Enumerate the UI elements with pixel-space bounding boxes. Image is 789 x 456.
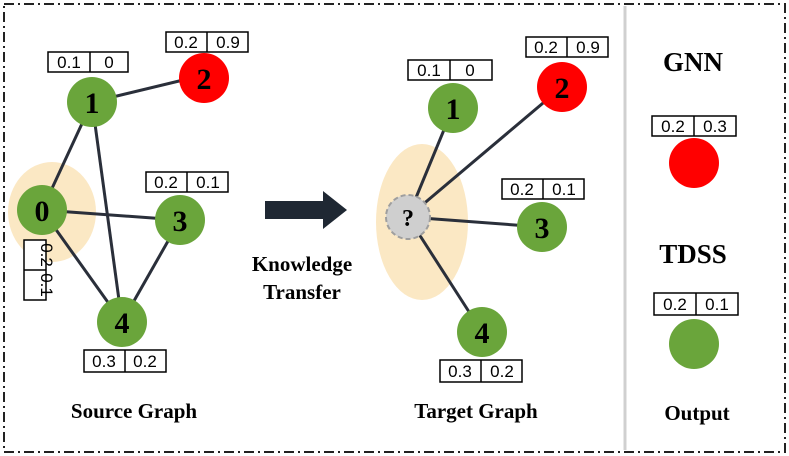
- target-graph: ? 1 0.1 0 2 0.2 0.9 3 0.2 0.1: [376, 36, 609, 423]
- target-node-1-label: 1: [446, 93, 461, 126]
- source-node-2-feature-1: 0.9: [216, 33, 240, 52]
- source-node-3-label: 3: [173, 205, 188, 238]
- target-node-3-circle: [517, 202, 567, 252]
- transfer-label-line1: Knowledge: [252, 252, 352, 276]
- source-node-1-feature-0: 0.1: [57, 53, 81, 72]
- tdss-feature-1: 0.1: [705, 295, 729, 314]
- source-node-4-feature-0: 0.3: [92, 352, 116, 371]
- source-node-2-circle: [179, 53, 229, 103]
- target-node-3: 3 0.2 0.1: [501, 178, 585, 252]
- target-node-unknown: ?: [385, 194, 431, 240]
- target-graph-caption: Target Graph: [414, 399, 538, 423]
- target-node-unknown-circle: [385, 194, 431, 240]
- target-node-2-feature-1: 0.9: [576, 38, 600, 57]
- target-node-2-feature-0: 0.2: [534, 38, 558, 57]
- source-edge-1-4: [90, 101, 124, 323]
- source-node-0-feature-0: 0.2: [37, 243, 56, 267]
- target-node-4-feature-1: 0.2: [490, 362, 514, 381]
- knowledge-transfer: Knowledge Transfer: [252, 191, 352, 304]
- output-caption: Output: [664, 401, 729, 425]
- target-node-4: 4 0.3 0.2: [439, 307, 523, 383]
- tdss-feature-0: 0.2: [663, 295, 687, 314]
- target-node-1-feature-1: 0: [465, 61, 474, 80]
- target-node-2: 2 0.2 0.9: [525, 36, 609, 112]
- source-graph: 1 0.1 0 2 0.2 0.9 3 0.2 0.1 0: [8, 31, 249, 423]
- source-node-3-feature-0: 0.2: [154, 173, 178, 192]
- target-node-1-feature-0: 0.1: [417, 61, 441, 80]
- source-node-4-circle: [97, 297, 147, 347]
- source-graph-caption: Source Graph: [71, 399, 198, 423]
- target-node-1-circle: [428, 83, 478, 133]
- source-node-4: 4 0.3 0.2: [83, 297, 167, 373]
- source-node-1-feature-box: [47, 51, 129, 73]
- source-node-1: 1 0.1 0: [47, 51, 129, 127]
- gnn-title: GNN: [663, 47, 724, 77]
- transfer-label-line2: Transfer: [263, 280, 341, 304]
- output-panel: GNN 0.2 0.3 TDSS 0.2 0.1 Output: [651, 47, 739, 425]
- target-node-3-label: 3: [535, 212, 550, 245]
- tdss-output-node: [669, 319, 719, 369]
- source-node-0-label: 0: [35, 195, 50, 228]
- target-node-unknown-label: ?: [402, 206, 414, 232]
- source-node-1-label: 1: [85, 87, 100, 120]
- source-node-0: 0 0.2 0.1: [17, 185, 67, 301]
- gnn-feature-0: 0.2: [661, 117, 685, 136]
- transfer-arrow-icon: [265, 191, 347, 229]
- target-node-3-feature-0: 0.2: [510, 180, 534, 199]
- target-node-4-feature-0: 0.3: [448, 362, 472, 381]
- gnn-output-node: [669, 138, 719, 188]
- source-node-1-feature-1: 0: [104, 53, 113, 72]
- gnn-feature-1: 0.3: [703, 117, 727, 136]
- source-node-2: 2 0.2 0.9: [165, 31, 249, 103]
- source-node-0-circle: [17, 185, 67, 235]
- outer-frame: [3, 3, 786, 453]
- source-node-2-feature-0: 0.2: [174, 33, 198, 52]
- source-node-2-label: 2: [197, 63, 212, 96]
- source-node-0-feature-1: 0.1: [37, 273, 56, 297]
- target-node-2-label: 2: [555, 72, 570, 105]
- source-node-3: 3 0.2 0.1: [145, 171, 229, 245]
- source-node-4-label: 4: [115, 307, 130, 340]
- target-node-4-circle: [457, 307, 507, 357]
- target-node-1: 1 0.1 0: [407, 59, 493, 133]
- source-node-1-circle: [67, 77, 117, 127]
- source-node-3-feature-1: 0.1: [196, 173, 220, 192]
- source-node-4-feature-1: 0.2: [133, 352, 157, 371]
- source-node-3-circle: [155, 195, 205, 245]
- target-edge-q-2: [407, 85, 563, 219]
- tdss-title: TDSS: [659, 239, 727, 269]
- target-node-2-circle: [537, 62, 587, 112]
- target-node-3-feature-1: 0.1: [552, 180, 576, 199]
- target-node-4-label: 4: [475, 317, 490, 350]
